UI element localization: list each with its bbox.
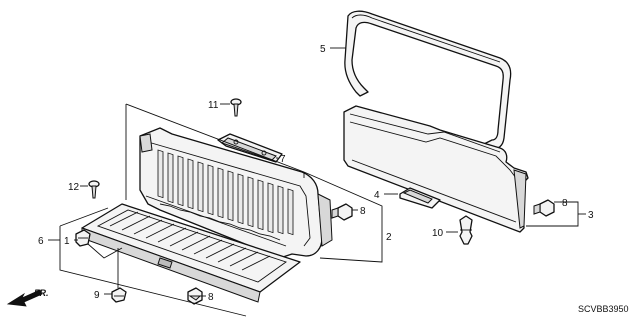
front-arrow-icon [6, 289, 43, 307]
group-bracket-2 [125, 103, 383, 263]
group-bracket-3 [526, 201, 586, 227]
group-bracket-6 [48, 207, 247, 317]
fastener-middle [331, 203, 353, 221]
callout-3: 3 [588, 210, 594, 221]
callout-9: 9 [94, 290, 100, 301]
tailgate-trim-panel [343, 105, 529, 233]
callout-6: 6 [38, 236, 44, 247]
lower-panel-ribs [109, 211, 271, 271]
clip-bottom [111, 287, 127, 303]
weatherstrip-seal [344, 10, 512, 150]
clip-left [75, 229, 91, 247]
callout-2: 2 [386, 232, 392, 243]
leader-lines [74, 47, 560, 297]
diagram-code: SCVBB3950 [578, 304, 629, 314]
handle-bezel [399, 187, 441, 209]
screw-upper [230, 98, 242, 117]
tailgate-inner-frame [139, 127, 333, 259]
trim-clip [459, 215, 473, 245]
upper-bracket [217, 133, 283, 163]
fastener-bottom [187, 287, 203, 305]
callout-1: 1 [64, 236, 70, 247]
screw-left [88, 180, 100, 199]
callout-5: 5 [320, 44, 326, 55]
callout-8-middle: 8 [360, 206, 366, 217]
callout-8-right: 8 [562, 198, 568, 209]
front-direction-indicator: FR. [6, 288, 49, 307]
callout-4: 4 [374, 190, 380, 201]
callout-8-bottom: 8 [208, 292, 214, 303]
frame-slats [157, 149, 294, 236]
fastener-right [533, 199, 555, 217]
callout-11: 11 [208, 100, 219, 111]
callout-10: 10 [432, 228, 444, 239]
lower-trim-panel [81, 203, 301, 303]
callout-12: 12 [68, 182, 80, 193]
callout-7: 7 [280, 154, 286, 165]
callout-labels: 5 11 7 12 8 2 4 10 8 3 6 1 9 8 [38, 44, 594, 303]
front-label: FR. [34, 288, 49, 298]
